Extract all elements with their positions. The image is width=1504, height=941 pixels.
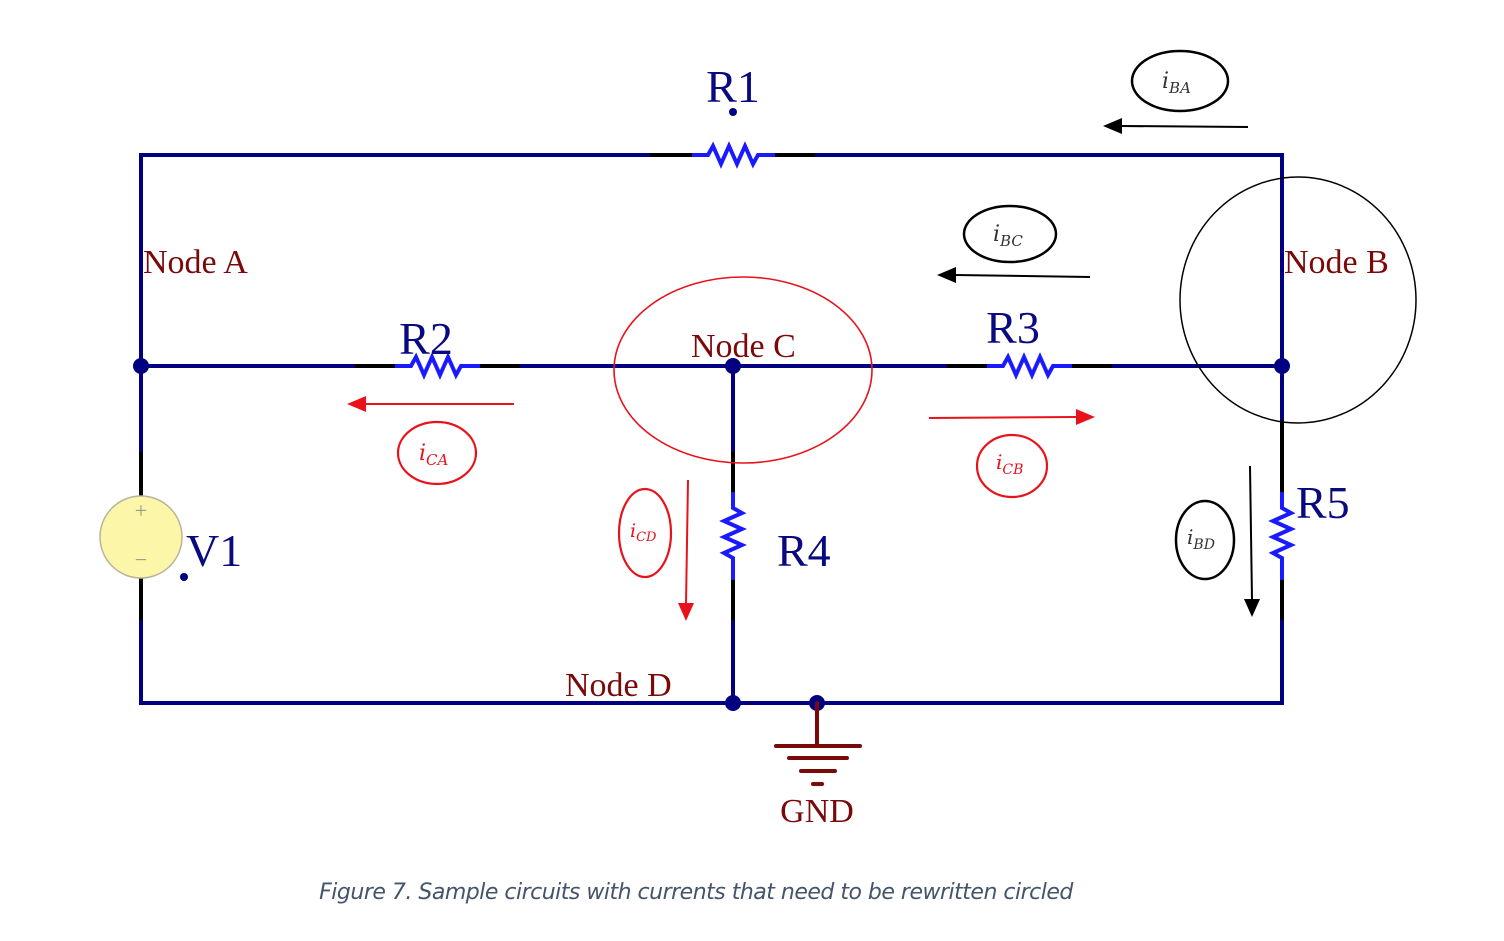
arrow-i-cd xyxy=(685,479,689,605)
resistor-r2[interactable] xyxy=(395,352,480,380)
ground-symbol[interactable] xyxy=(774,701,862,786)
arrowhead-i-bd xyxy=(1244,599,1260,617)
current-label-text: iCA xyxy=(419,441,449,469)
label-r5: R5 xyxy=(1296,477,1350,528)
label-r2: R2 xyxy=(399,313,453,364)
junction-node-a[interactable] xyxy=(133,358,149,374)
oval-i-ca[interactable] xyxy=(396,420,478,486)
current-label-bc[interactable]: iBC xyxy=(962,204,1058,264)
label-r1: R1 xyxy=(706,61,760,112)
label-node-b: Node B xyxy=(1284,244,1389,281)
v1-pin-dot xyxy=(180,573,188,581)
v1-minus-sign: − xyxy=(135,547,147,572)
node-b-highlight-circle[interactable] xyxy=(1179,176,1417,424)
label-r3: R3 xyxy=(986,302,1040,353)
arrowhead-i-ca xyxy=(347,396,366,412)
resistor-r3[interactable] xyxy=(987,352,1072,380)
arrowhead-i-ba xyxy=(1103,118,1122,134)
arrow-i-cb xyxy=(928,416,1078,419)
current-label-text: iBD xyxy=(1187,525,1215,553)
oval-i-cb[interactable] xyxy=(975,433,1049,499)
arrowhead-i-cd xyxy=(678,603,694,621)
oval-i-bc[interactable] xyxy=(962,204,1058,264)
current-arrows xyxy=(347,118,1260,621)
r1-pin-dot xyxy=(729,108,737,116)
label-node-a: Node A xyxy=(143,244,248,281)
arrow-i-bc xyxy=(954,274,1091,278)
current-label-text: iCD xyxy=(630,520,657,545)
junction-node-d[interactable] xyxy=(725,695,741,711)
current-label-ca[interactable]: iCA xyxy=(396,420,478,486)
oval-i-bd[interactable] xyxy=(1174,499,1236,581)
node-c-highlight-ellipse[interactable] xyxy=(613,276,873,464)
arrowhead-i-bc xyxy=(937,267,956,283)
label-v1: V1 xyxy=(186,525,242,576)
junction-node-c[interactable] xyxy=(725,358,741,374)
arrowhead-i-cb xyxy=(1076,409,1095,425)
junction-node-b[interactable] xyxy=(1274,358,1290,374)
label-gnd: GND xyxy=(780,793,854,830)
resistor-r5[interactable] xyxy=(1268,492,1296,580)
wires xyxy=(139,153,1284,705)
component-leads xyxy=(139,153,1284,620)
oval-i-cd[interactable] xyxy=(617,487,673,579)
label-node-d: Node D xyxy=(565,667,672,704)
current-label-text: iCB xyxy=(996,450,1023,478)
current-label-bd[interactable]: iBD xyxy=(1174,499,1236,581)
resistor-r1[interactable] xyxy=(692,141,775,169)
source-body[interactable] xyxy=(99,495,183,579)
voltage-source-v1[interactable]: + − xyxy=(99,495,183,579)
figure-caption: Figure 7. Sample circuits with currents … xyxy=(319,880,1073,905)
oval-i-ba[interactable] xyxy=(1130,49,1230,113)
current-label-ba[interactable]: iBA xyxy=(1130,49,1230,113)
arrow-i-ba xyxy=(1119,125,1249,128)
current-label-cd[interactable]: iCD xyxy=(617,487,673,579)
v1-plus-sign: + xyxy=(135,498,147,523)
current-label-text: iBC xyxy=(993,222,1023,250)
resistor-r4[interactable] xyxy=(719,492,747,580)
current-label-cb[interactable]: iCB xyxy=(975,433,1049,499)
label-r4: R4 xyxy=(777,525,831,576)
current-label-text: iBA xyxy=(1162,69,1191,97)
arrow-i-bd xyxy=(1249,465,1253,601)
label-node-c: Node C xyxy=(691,328,796,365)
